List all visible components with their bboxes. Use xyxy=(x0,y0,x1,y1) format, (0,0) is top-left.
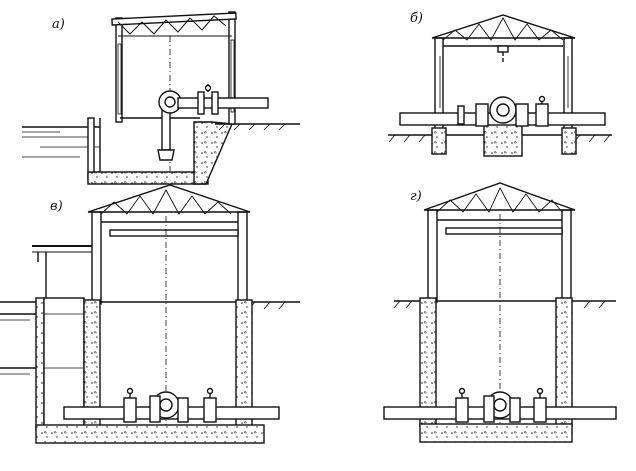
panel-label-g: г) xyxy=(410,189,422,204)
panel-v-drawing xyxy=(0,184,300,444)
panel-label-v: в) xyxy=(50,199,63,214)
panel-g-drawing xyxy=(383,182,617,443)
panel-b-drawing xyxy=(388,14,612,157)
panel-a-drawing xyxy=(22,11,300,185)
panel-label-a: а) xyxy=(52,17,65,32)
panel-label-b: б) xyxy=(410,11,423,26)
